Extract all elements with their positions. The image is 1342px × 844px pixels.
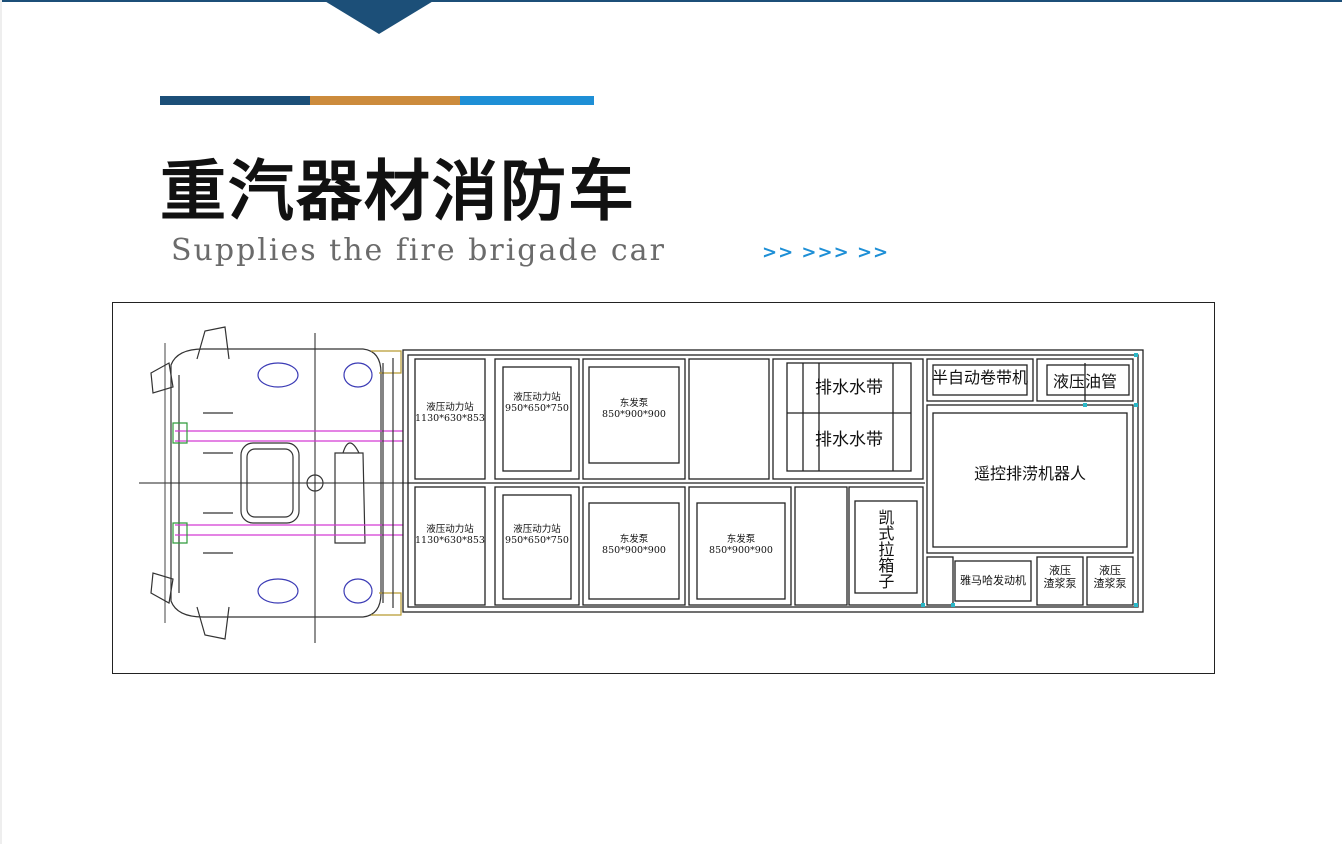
tricolor-segment-orange xyxy=(310,96,460,105)
arrows-decoration: >> >>> >> xyxy=(762,242,890,263)
truck-body-layout xyxy=(402,349,1144,613)
left-edge-line xyxy=(0,0,2,844)
cyan-markers xyxy=(921,353,1138,607)
truck-layout-diagram: 液压动力站 1130*630*853 液压动力站 950*650*750 东发泵… xyxy=(112,302,1215,674)
label-reel: 半自动卷带机 xyxy=(931,368,1028,387)
label-robot: 遥控排涝机器人 xyxy=(973,464,1086,483)
label-slurry-pump-1: 液压 渣浆泵 xyxy=(1043,564,1077,590)
label-hyd-station-2: 液压动力站 950*650*750 xyxy=(505,392,569,414)
label-oil-pipe: 液压油管 xyxy=(1052,372,1117,391)
label-kaishi-box: 凯式拉箱子 xyxy=(875,509,895,589)
top-border xyxy=(0,0,1342,2)
truck-layout-drawing xyxy=(139,326,1144,643)
label-drain-hose-1: 排水水带 xyxy=(815,378,883,398)
tricolor-segment-dark-blue xyxy=(160,96,310,105)
label-pump-2: 东发泵 850*900*900 xyxy=(602,534,666,556)
top-notch-decoration xyxy=(323,0,435,34)
label-slurry-pump-2: 液压 渣浆泵 xyxy=(1093,564,1127,590)
tricolor-bar xyxy=(160,96,594,105)
tricolor-segment-light-blue xyxy=(460,96,594,105)
page-title: 重汽器材消防车 xyxy=(160,153,636,230)
label-hyd-station-4: 液压动力站 950*650*750 xyxy=(505,524,569,546)
label-hyd-station-3: 液压动力站 1130*630*853 xyxy=(415,524,485,546)
label-yamaha: 雅马哈发动机 xyxy=(960,574,1026,587)
label-drain-hose-2: 排水水带 xyxy=(815,430,883,450)
label-pump-1: 东发泵 850*900*900 xyxy=(602,398,666,420)
label-hyd-station-1: 液压动力站 1130*630*853 xyxy=(415,402,485,424)
truck-cab-drawing xyxy=(139,326,413,643)
label-pump-3: 东发泵 850*900*900 xyxy=(709,534,773,556)
page-subtitle: Supplies the fire brigade car xyxy=(171,233,666,268)
